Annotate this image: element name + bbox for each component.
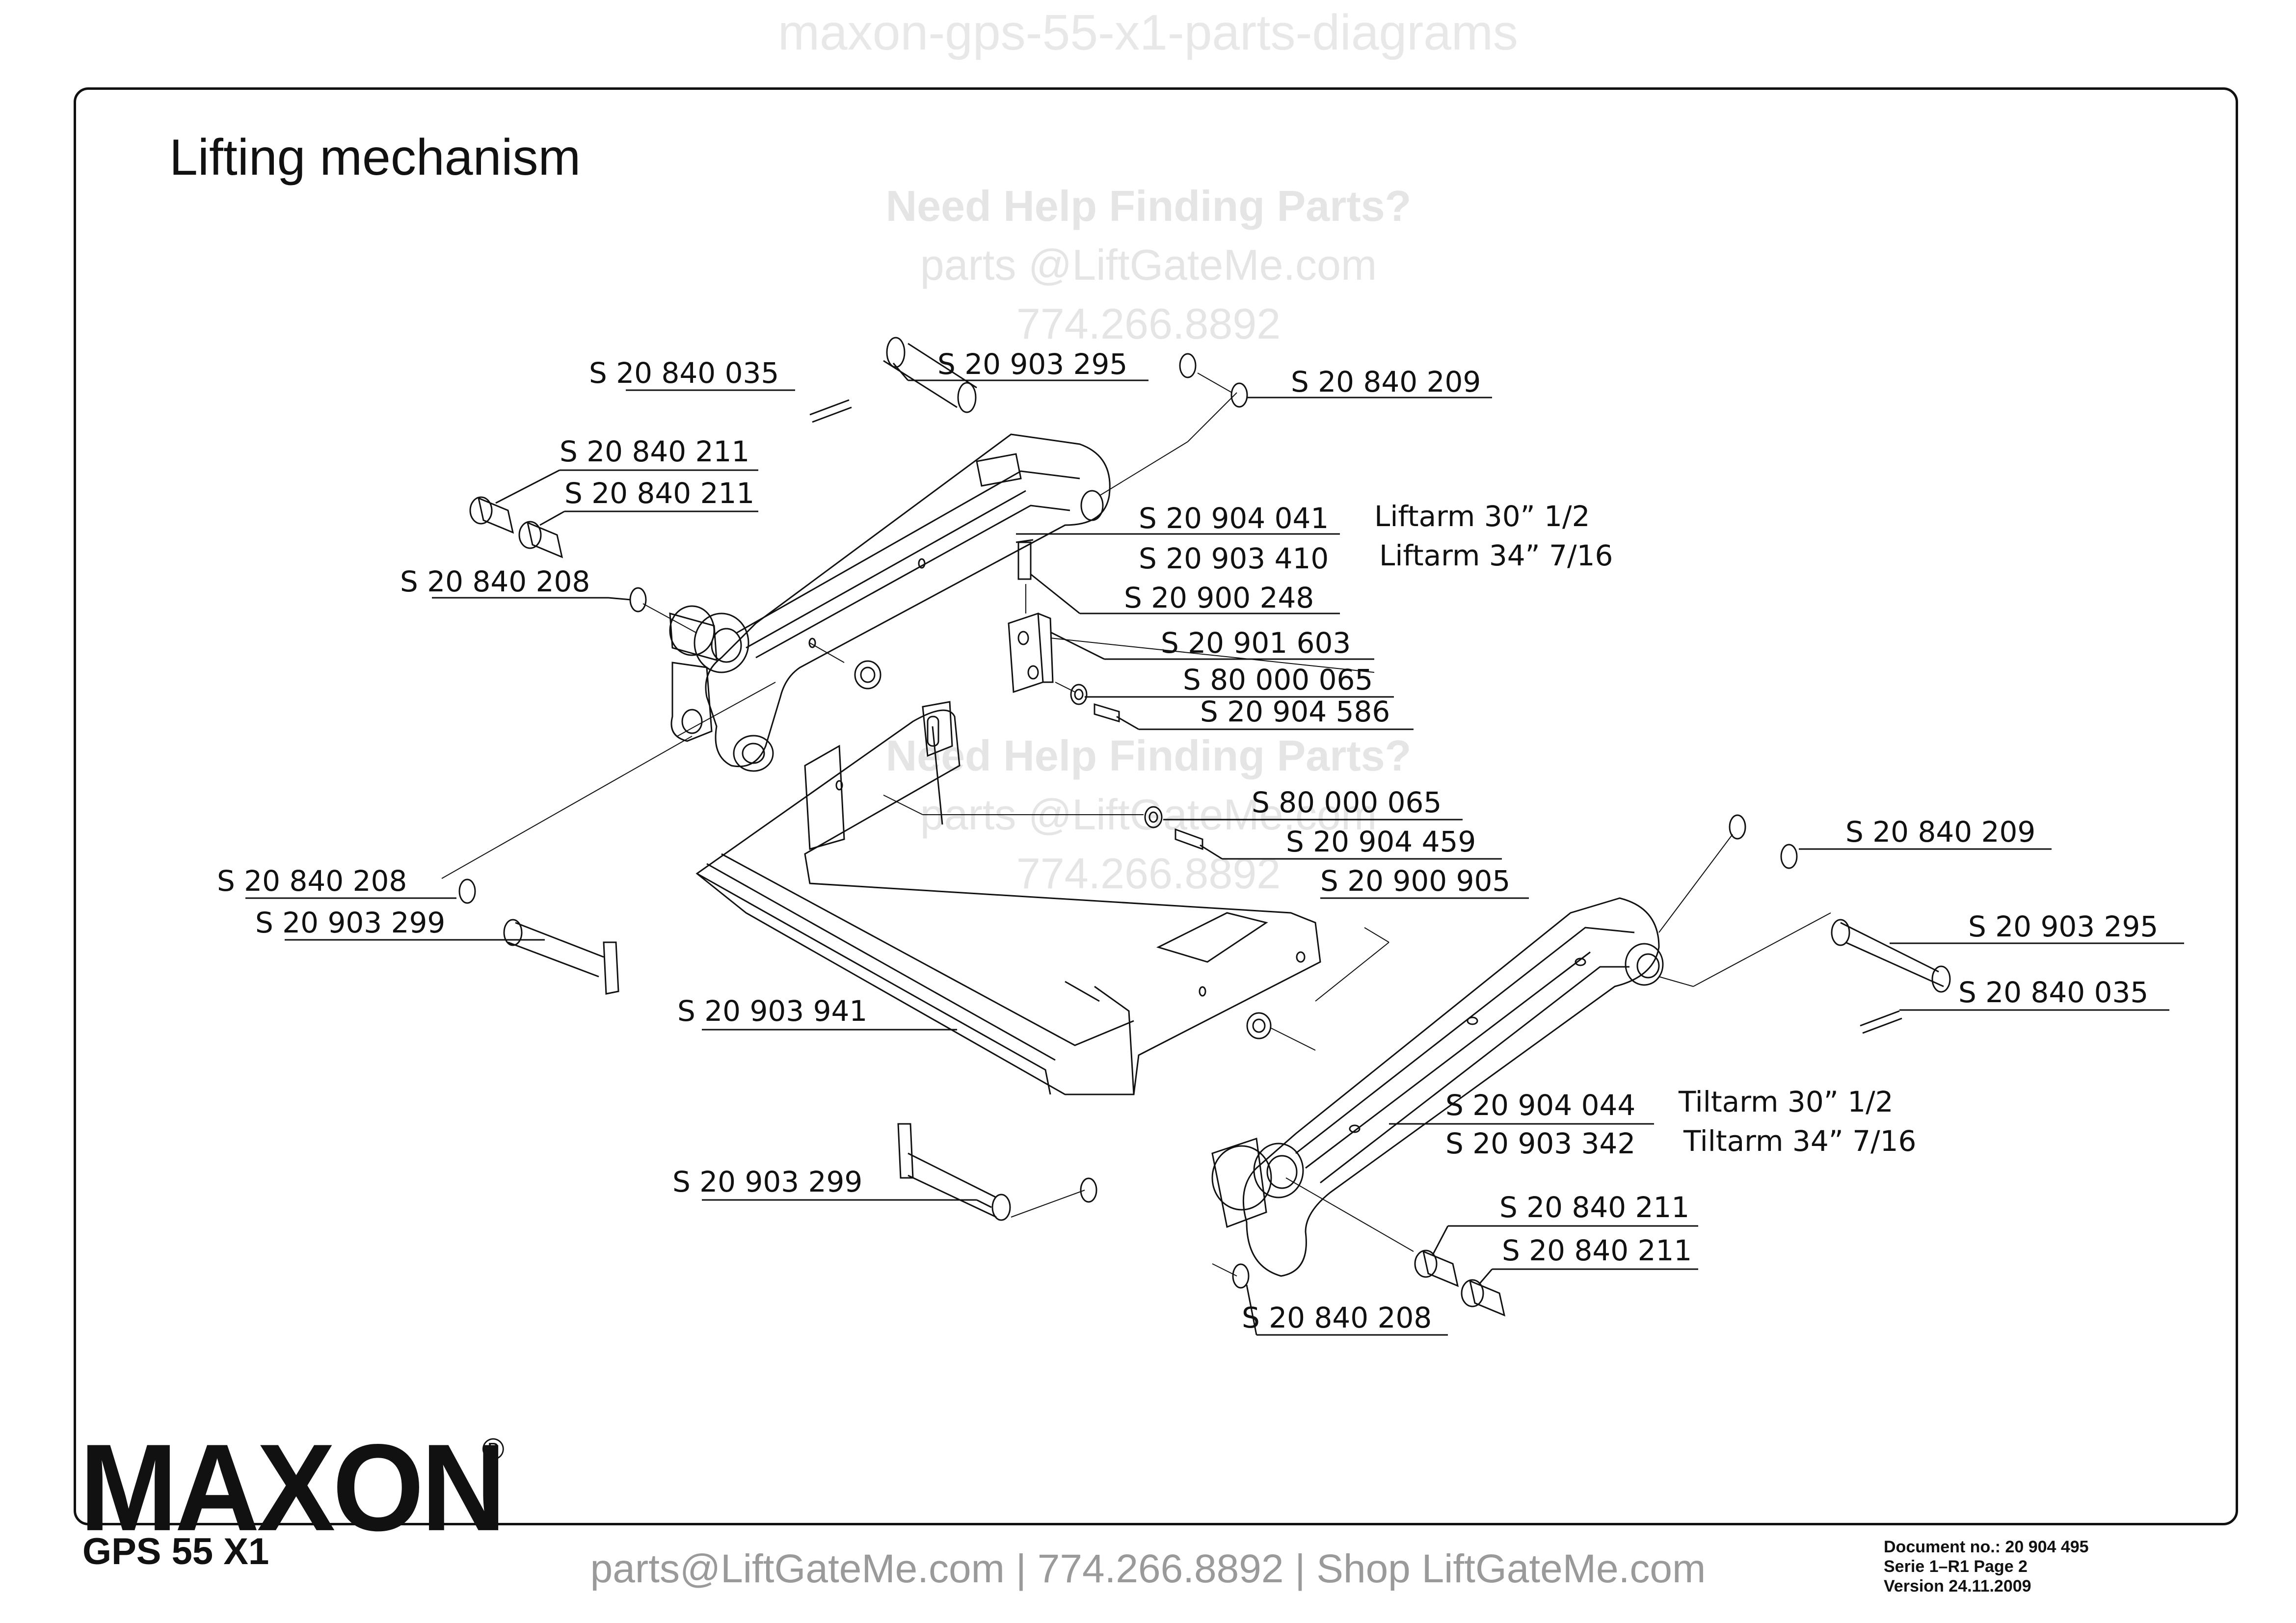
part-labels: S 20 840 035 S 20 903 295 S 20 840 209 S… <box>217 347 2158 1334</box>
part-label: S 20 904 044 <box>1445 1089 1635 1122</box>
help-watermark-upper: Need Help Finding Parts? parts @LiftGate… <box>756 177 1541 353</box>
part-label: S 20 903 941 <box>677 994 867 1028</box>
part-label: S 20 903 410 <box>1139 542 1329 575</box>
help-phone: 774.266.8892 <box>1016 849 1281 898</box>
part-label: S 20 903 299 <box>255 906 445 939</box>
drawing-frame <box>74 87 2238 1525</box>
part-label: S 20 903 295 <box>937 347 1127 381</box>
part-label: S 20 840 211 <box>1502 1234 1692 1267</box>
footer-contact: parts@LiftGateMe.com | 774.266.8892 | Sh… <box>590 1546 1706 1591</box>
liftarm-part <box>669 433 1111 772</box>
part-label: S 20 903 299 <box>672 1165 862 1198</box>
part-label: S 20 904 041 <box>1139 502 1329 535</box>
part-label: S 80 000 065 <box>1183 663 1373 696</box>
watermark-top: maxon-gps-55-x1-parts-diagrams <box>778 4 1518 60</box>
help-heading: Need Help Finding Parts? <box>885 182 1412 230</box>
model-name: GPS 55 X1 <box>82 1531 269 1572</box>
part-label: S 80 000 065 <box>1252 786 1442 819</box>
tiltarm-part <box>1211 897 1664 1277</box>
part-description: Tiltarm 34” 7/16 <box>1683 1124 1916 1158</box>
page-title: Lifting mechanism <box>169 129 581 186</box>
part-label: S 20 904 586 <box>1200 695 1390 728</box>
part-label: S 20 840 208 <box>217 864 407 898</box>
document-number: Document no.: 20 904 495 <box>1884 1538 2089 1556</box>
label-leaders <box>245 363 2184 1336</box>
part-label: S 20 840 208 <box>1242 1301 1432 1334</box>
part-label: S 20 840 211 <box>1499 1191 1689 1224</box>
part-label: S 20 840 035 <box>1958 976 2148 1009</box>
base-frame-part <box>695 701 1321 1095</box>
maxon-logo: MAXON <box>80 1418 506 1557</box>
part-label: S 20 840 208 <box>400 565 590 598</box>
help-heading: Need Help Finding Parts? <box>885 731 1412 780</box>
part-description: Tiltarm 30” 1/2 <box>1678 1085 1894 1118</box>
help-email: parts @LiftGateMe.com <box>920 240 1377 289</box>
part-description: Liftarm 34” 7/16 <box>1379 539 1613 572</box>
part-label: S 20 840 211 <box>560 435 749 468</box>
part-label: S 20 900 905 <box>1320 864 1510 898</box>
part-label: S 20 840 209 <box>1845 815 2035 849</box>
part-label: S 20 900 248 <box>1124 581 1314 614</box>
part-label: S 20 904 459 <box>1286 825 1476 858</box>
part-label: S 20 903 342 <box>1445 1127 1635 1160</box>
document-serie: Serie 1–R1 Page 2 <box>1884 1557 2028 1576</box>
part-description: Liftarm 30” 1/2 <box>1374 500 1590 533</box>
drawing-geometry <box>458 337 1951 1317</box>
part-label: S 20 840 209 <box>1291 365 1481 399</box>
help-watermark-lower: Need Help Finding Parts? parts @LiftGate… <box>756 726 1541 903</box>
part-label: S 20 840 035 <box>589 356 779 390</box>
document-version: Version 24.11.2009 <box>1884 1577 2031 1596</box>
assembly-lines <box>441 372 1831 1277</box>
part-label: S 20 901 603 <box>1161 626 1351 660</box>
part-label: S 20 903 295 <box>1968 910 2158 943</box>
registered-mark: ® <box>482 1433 505 1466</box>
part-label: S 20 840 211 <box>564 477 754 510</box>
help-phone: 774.266.8892 <box>1016 299 1281 348</box>
document-info: Document no.: 20 904 495 Serie 1–R1 Page… <box>1884 1537 2089 1596</box>
